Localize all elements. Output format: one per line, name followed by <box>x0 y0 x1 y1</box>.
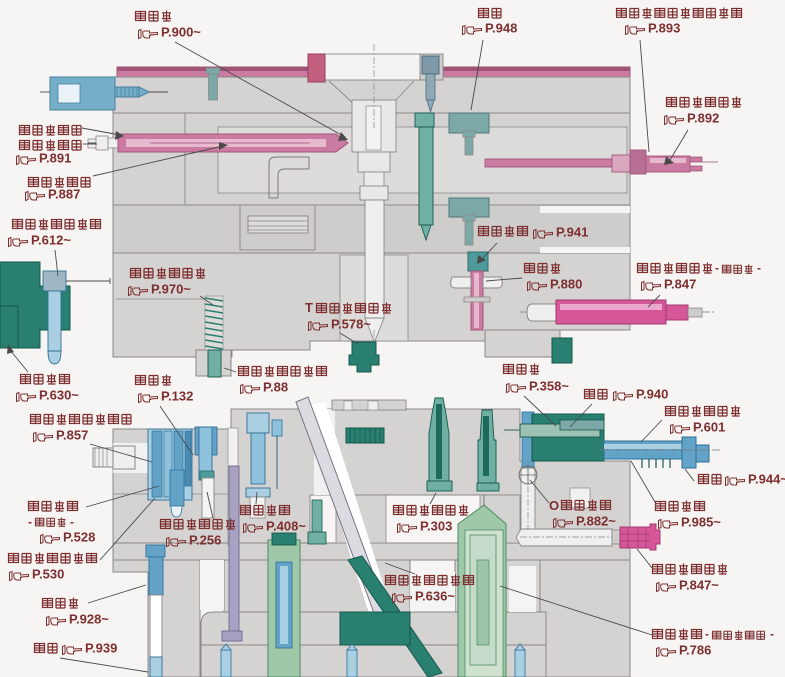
svg-text:P.847: P.847 <box>664 277 696 292</box>
svg-text:P.900~: P.900~ <box>161 25 201 40</box>
svg-text:P.880: P.880 <box>550 277 582 292</box>
svg-text:P.303: P.303 <box>420 519 452 534</box>
svg-text:P.786: P.786 <box>679 643 711 658</box>
svg-text:T: T <box>305 300 313 315</box>
svg-text:P.132: P.132 <box>161 389 193 404</box>
svg-text:P.887: P.887 <box>48 187 80 202</box>
svg-text:P.88: P.88 <box>263 380 288 395</box>
svg-text:-: - <box>28 515 32 529</box>
svg-text:P.939: P.939 <box>85 641 117 656</box>
svg-text:P.578~: P.578~ <box>331 317 371 332</box>
svg-text:P.530: P.530 <box>32 567 64 582</box>
svg-text:P.970~: P.970~ <box>151 282 191 297</box>
svg-text:-: - <box>705 627 709 641</box>
svg-text:P.630~: P.630~ <box>39 388 79 403</box>
svg-text:P.636~: P.636~ <box>415 589 455 604</box>
svg-text:P.612~: P.612~ <box>31 233 71 248</box>
svg-text:P.601: P.601 <box>693 420 725 435</box>
svg-text:P.358~: P.358~ <box>529 379 569 394</box>
svg-text:P.892: P.892 <box>687 111 719 126</box>
svg-text:P.882~: P.882~ <box>576 514 616 529</box>
svg-text:P.928~: P.928~ <box>69 612 109 627</box>
svg-text:P.256: P.256 <box>189 533 221 548</box>
svg-text:P.857: P.857 <box>56 428 88 443</box>
svg-text:P.408~: P.408~ <box>266 519 306 534</box>
svg-text:P.940: P.940 <box>636 387 668 402</box>
svg-text:-: - <box>770 627 774 641</box>
svg-text:P.944~: P.944~ <box>748 472 785 487</box>
svg-text:P.948: P.948 <box>485 21 517 36</box>
svg-text:O: O <box>549 498 559 513</box>
svg-text:P.893: P.893 <box>648 21 680 36</box>
svg-text:P.985~: P.985~ <box>681 515 721 530</box>
svg-text:-: - <box>715 261 719 275</box>
svg-text:P.891: P.891 <box>39 151 71 166</box>
svg-text:-: - <box>70 515 74 529</box>
svg-text:P.941: P.941 <box>556 225 588 240</box>
svg-text:P.528: P.528 <box>63 530 95 545</box>
svg-text:P.847~: P.847~ <box>679 578 719 593</box>
svg-text:-: - <box>757 261 761 275</box>
